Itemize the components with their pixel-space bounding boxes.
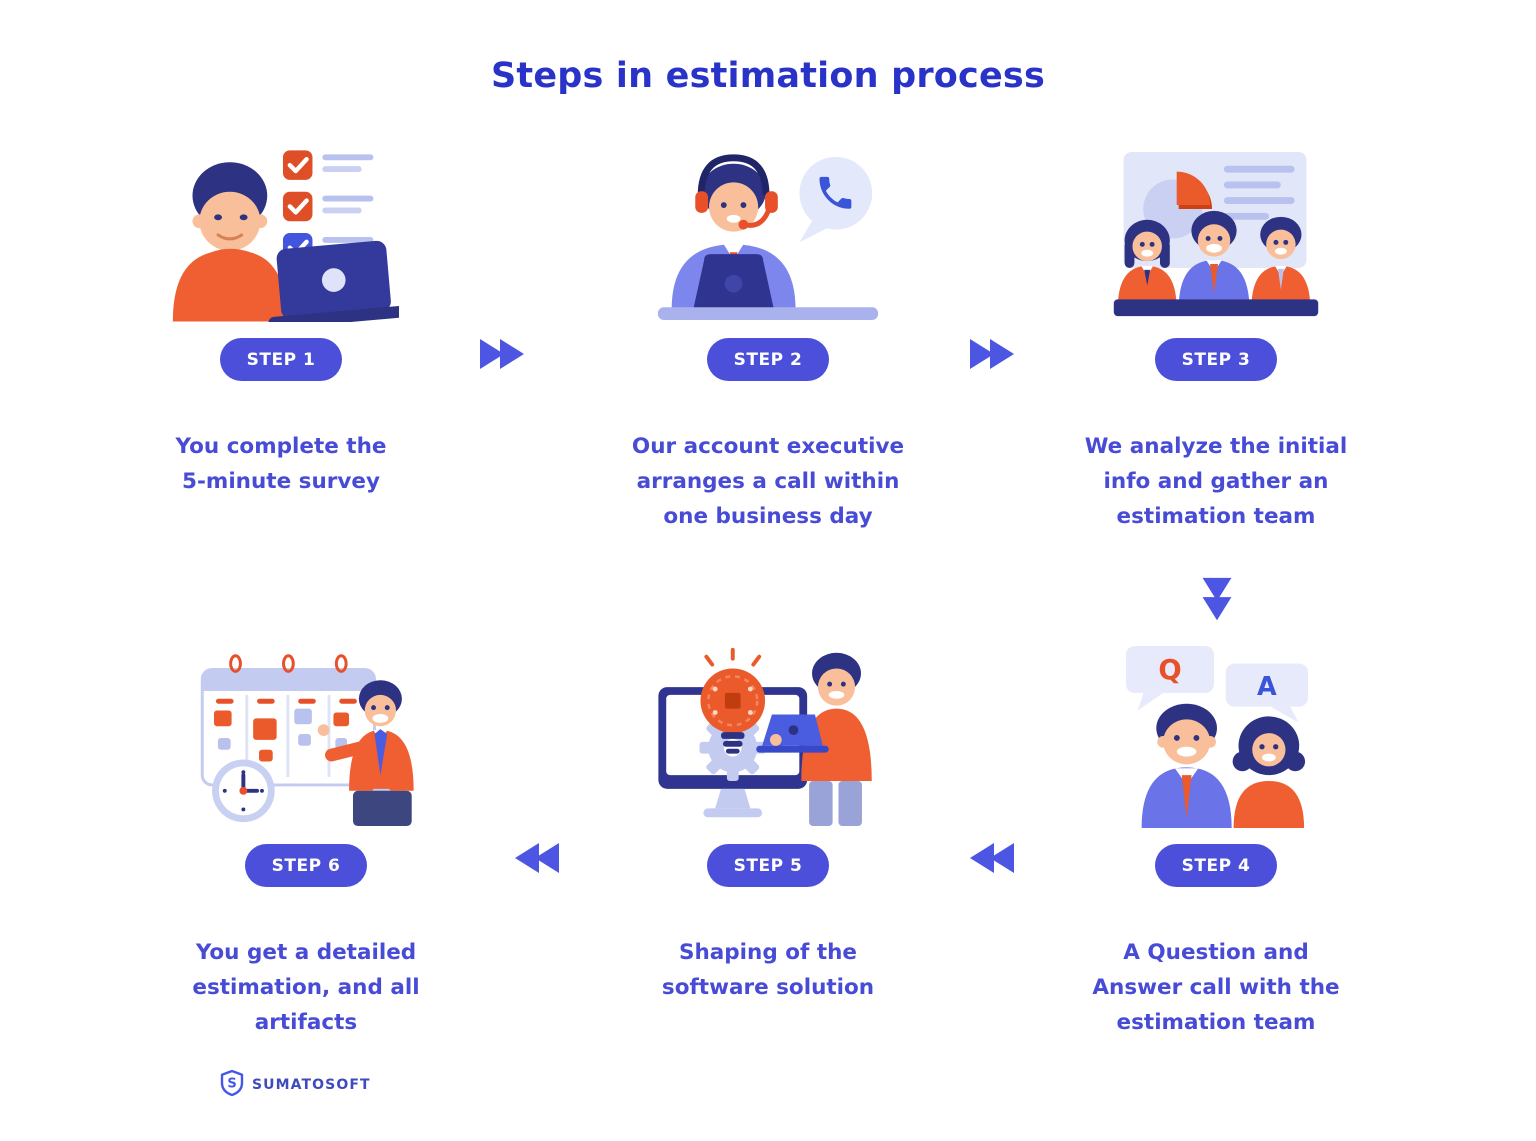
svg-text:Q: Q bbox=[1158, 655, 1181, 686]
phone-bubble-icon bbox=[799, 156, 873, 243]
step-1-badge: STEP 1 bbox=[219, 338, 343, 381]
fast-forward-right-icon bbox=[968, 337, 1020, 375]
step-2: STEP 2 Our account executive arranges a … bbox=[578, 142, 958, 534]
fast-forward-left-icon bbox=[964, 841, 1016, 879]
step-5-description: Shaping of the software solution bbox=[661, 940, 875, 1000]
step-4-illustration: Q A bbox=[1098, 645, 1334, 828]
step-5-badge: STEP 5 bbox=[706, 844, 830, 887]
calendar-icon bbox=[200, 654, 376, 787]
svg-text:A: A bbox=[1257, 671, 1277, 701]
step-5: STEP 5 Shaping of the software solution bbox=[578, 647, 958, 1005]
page-title: Steps in estimation process bbox=[490, 56, 1046, 96]
step-3-badge: STEP 3 bbox=[1154, 338, 1278, 381]
step-3: STEP 3 We analyze the initial info and g… bbox=[1026, 142, 1406, 534]
answer-bubble-icon: A bbox=[1225, 663, 1308, 723]
clock-icon bbox=[212, 759, 275, 823]
step-3-illustration bbox=[1098, 142, 1334, 322]
question-bubble-icon: Q bbox=[1125, 645, 1215, 711]
step-4-description: A Question and Answer call with the esti… bbox=[1092, 940, 1340, 1035]
step-3-description: We analyze the initial info and gather a… bbox=[1084, 434, 1348, 529]
lightbulb-icon bbox=[700, 647, 766, 754]
sumatosoft-shield-s-icon: S bbox=[220, 1069, 244, 1100]
step-6-badge: STEP 6 bbox=[244, 844, 368, 887]
sumatosoft-logo: S SUMATOSOFT bbox=[220, 1069, 371, 1100]
step-4-badge: STEP 4 bbox=[1154, 844, 1278, 887]
step-1-illustration bbox=[163, 142, 399, 322]
step-6-description: You get a detailed estimation, and all a… bbox=[192, 940, 420, 1035]
fast-forward-left-icon bbox=[509, 841, 561, 879]
step-2-description: Our account executive arranges a call wi… bbox=[631, 434, 905, 529]
step-5-illustration bbox=[650, 647, 886, 828]
fast-forward-right-icon bbox=[478, 337, 530, 375]
step-1: STEP 1 You complete the 5-minute survey bbox=[91, 142, 471, 499]
step-2-badge: STEP 2 bbox=[706, 338, 830, 381]
laptop-icon bbox=[268, 240, 399, 322]
step-1-description: You complete the 5-minute survey bbox=[175, 434, 387, 494]
step-4: Q A bbox=[1026, 645, 1406, 1040]
step-6-illustration bbox=[188, 648, 424, 828]
step-6: STEP 6 You get a detailed estimation, an… bbox=[116, 648, 496, 1040]
logo-text: SUMATOSOFT bbox=[252, 1077, 371, 1093]
svg-text:S: S bbox=[227, 1077, 236, 1092]
step-2-illustration bbox=[650, 142, 886, 322]
fast-forward-down-icon bbox=[1200, 576, 1234, 630]
